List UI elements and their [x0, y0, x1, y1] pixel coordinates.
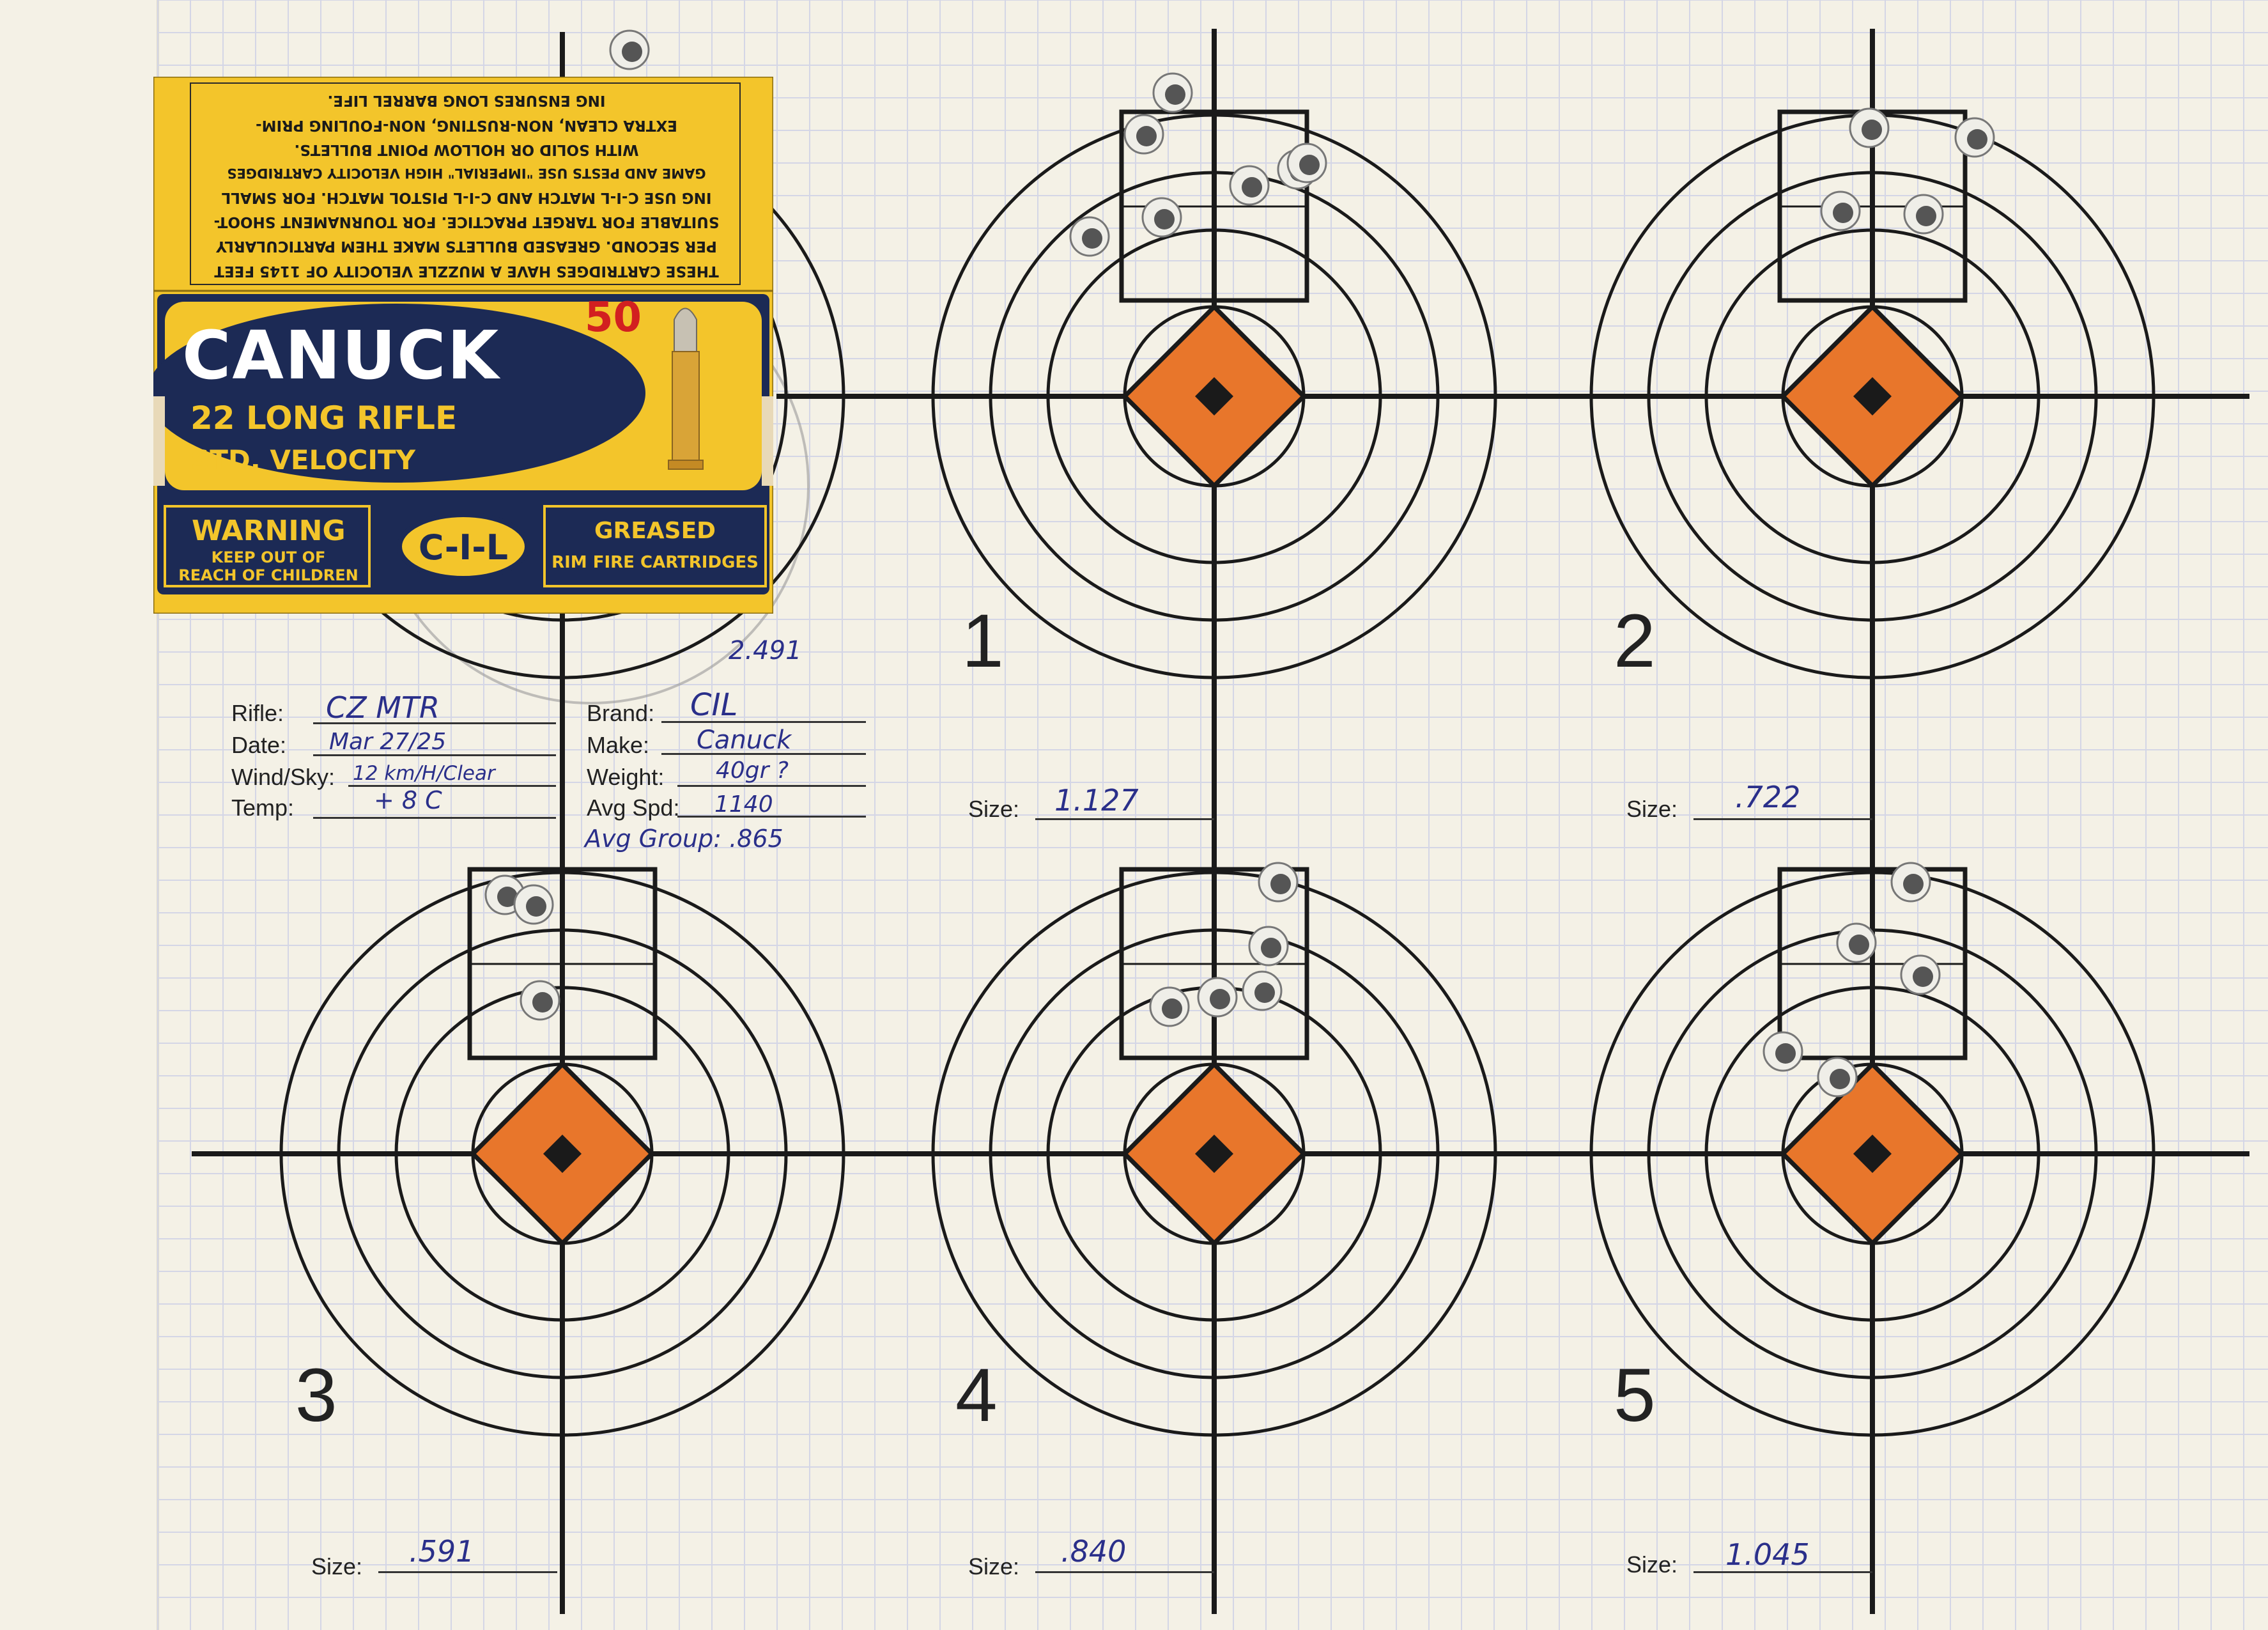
speed-label: Avg Spd: [587, 795, 680, 821]
bullet-hole-shadow [1154, 209, 1175, 229]
bullet-hole-shadow [1913, 966, 1933, 987]
make-label: Make: [587, 732, 650, 758]
target-number-5: 5 [1614, 1353, 1656, 1438]
target-2-center-dot [1853, 377, 1892, 415]
flap-line: WITH SOLID OR HOLLOW POINT BULLETS. [294, 141, 639, 158]
rifle-value: CZ MTR [326, 690, 440, 725]
size-label-5: Size: [1626, 1551, 1678, 1578]
size-line-3 [378, 1571, 557, 1573]
target-1-center-dot [1195, 377, 1233, 415]
temp-label: Temp: [231, 795, 295, 821]
weight-value: 40gr ? [716, 757, 789, 784]
target-number-2: 2 [1614, 599, 1656, 683]
box-warning-line2: REACH OF CHILDREN [178, 566, 359, 584]
size-line-4 [1035, 1571, 1214, 1573]
box-rimfire: RIM FIRE CARTRIDGES [552, 553, 759, 572]
date-value: Mar 27/25 [329, 729, 447, 755]
wind-value: 12 km/H/Clear [353, 762, 495, 785]
flap-line: PER SECOND. GREASED BULLETS MAKE THEM PA… [216, 238, 717, 255]
box-count: 50 [585, 294, 642, 341]
target-3-center-dot [543, 1135, 582, 1173]
make-line [661, 753, 866, 755]
bullet-hole-shadow [1210, 989, 1230, 1009]
bullet-hole-shadow [1903, 874, 1924, 894]
weight-line [677, 785, 866, 787]
bullet-hole-shadow [526, 896, 546, 917]
bullet-hole-shadow [1165, 84, 1185, 105]
date-label: Date: [231, 732, 287, 758]
speed-line [677, 816, 866, 818]
size-label-4: Size: [968, 1553, 1020, 1580]
target-number-1: 1 [962, 599, 1004, 683]
temp-line [313, 817, 556, 819]
make-value: Canuck [697, 726, 792, 755]
size-line-1 [1035, 818, 1214, 820]
box-velocity: STD. VELOCITY [190, 444, 416, 476]
flap-line: GAME AND PESTS USE "IMPERIAL" HIGH VELOC… [227, 166, 706, 182]
flap-line: ING ENSURES LONG BARREL LIFE. [327, 92, 606, 109]
bullet-hole-shadow [1254, 982, 1275, 1003]
target-number-4: 4 [955, 1353, 998, 1438]
target-number-3: 3 [295, 1353, 337, 1438]
box-greased: GREASED [594, 518, 716, 544]
bullet-hole-shadow [1916, 206, 1936, 226]
brand-line [661, 721, 866, 723]
size-line-2 [1693, 818, 1872, 820]
bullet-hole-shadow [1299, 155, 1320, 175]
target-5-center-dot [1853, 1135, 1892, 1173]
brand-value: CIL [690, 687, 738, 723]
size-value-1: 1.127 [1054, 783, 1139, 818]
bullet-hole-shadow [1833, 203, 1853, 223]
bullet-hole-shadow [1775, 1043, 1796, 1064]
size-value-2: .722 [1735, 780, 1801, 814]
flap-line: SUITABLE FOR TARGET PRACTICE. FOR TOURNA… [213, 213, 720, 231]
size-label-1: Size: [968, 796, 1020, 822]
bullet-hole-shadow [1830, 1069, 1850, 1089]
size-label-2: Size: [1626, 796, 1678, 822]
box-caliber: 22 LONG RIFLE [190, 400, 458, 437]
box-flap-text: THESE CARTRIDGES HAVE A MUZZLE VELOCITY … [198, 88, 735, 283]
bullet-hole-shadow [1162, 998, 1182, 1019]
size-value-4: .840 [1061, 1534, 1127, 1569]
brand-label: Brand: [587, 700, 655, 726]
bullet-hole-shadow [1261, 938, 1281, 958]
box-warning-line1: KEEP OUT OF [211, 548, 326, 566]
target-4-center-dot [1195, 1135, 1233, 1173]
bullet-hole-shadow [497, 887, 518, 907]
flap-line: ING USE C-I-L MATCH AND C-I-L PISTOL MAT… [221, 189, 712, 206]
wind-line [348, 785, 556, 787]
total-value: 2.491 [729, 636, 802, 665]
bullet-hole-shadow [1270, 874, 1291, 894]
box-maker-logo: C-I-L [418, 527, 509, 568]
size-label-3: Size: [311, 1553, 363, 1580]
size-line-5 [1693, 1571, 1872, 1573]
weight-label: Weight: [587, 764, 665, 790]
bullet-hole-shadow [1242, 177, 1262, 198]
box-brand: CANUCK [182, 316, 500, 394]
bullet-hole-shadow [1136, 126, 1157, 146]
date-line [313, 754, 556, 756]
bullet-hole-shadow [1082, 228, 1102, 249]
temp-value: + 8 C [374, 786, 442, 814]
bullet-hole-shadow [1967, 129, 1987, 150]
flap-line: EXTRA CLEAN, NON-RUSTING, NON-FOULING PR… [256, 116, 677, 134]
speed-value: 1140 [714, 791, 773, 818]
rifle-label: Rifle: [231, 700, 284, 726]
bullet-hole-shadow [1862, 120, 1882, 140]
rifle-line [313, 722, 556, 724]
wind-label: Wind/Sky: [231, 764, 336, 790]
box-warning-title: WARNING [192, 515, 346, 547]
bullet-hole-shadow [622, 42, 642, 62]
ammo-box: THESE CARTRIDGES HAVE A MUZZLE VELOCITY … [153, 77, 773, 614]
ammo-box-graphic [153, 77, 773, 614]
bullet-hole-shadow [532, 992, 553, 1013]
flap-line: THESE CARTRIDGES HAVE A MUZZLE VELOCITY … [214, 262, 719, 279]
size-value-5: 1.045 [1725, 1537, 1810, 1572]
size-value-3: .591 [409, 1534, 475, 1569]
bullet-hole-shadow [1849, 935, 1869, 955]
avg-group-value: Avg Group: .865 [585, 825, 783, 853]
